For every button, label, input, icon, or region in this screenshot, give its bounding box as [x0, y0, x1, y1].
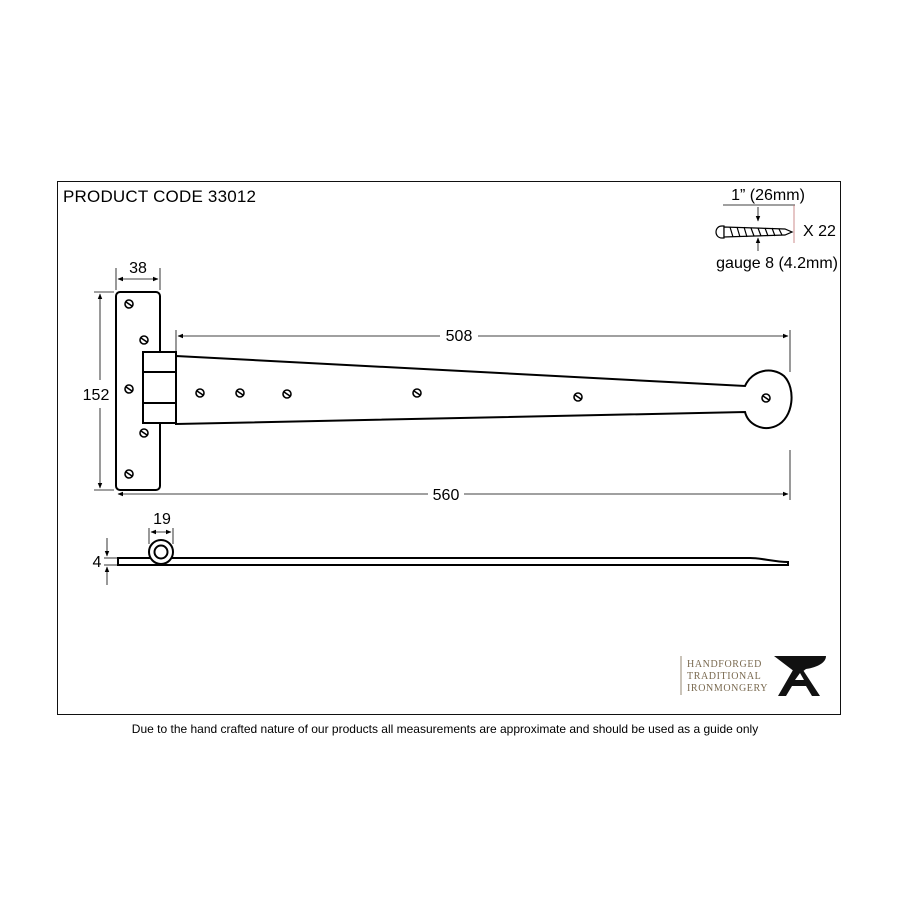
brand-line-1: HANDFORGED [687, 659, 762, 670]
screw-quantity-label: X 22 [803, 223, 836, 240]
plate-screw-holes [124, 299, 149, 479]
brand-line-2: TRADITIONAL [687, 671, 761, 682]
brand-logo: HANDFORGED TRADITIONAL IRONMONGERY [680, 656, 826, 696]
dimension-strap-length [175, 330, 791, 372]
strap-screw-holes [195, 388, 771, 403]
dimension-thickness [104, 538, 118, 585]
label-overall-length: 560 [433, 487, 460, 504]
dimension-overall-length [117, 450, 791, 500]
product-code: PRODUCT CODE 33012 [63, 187, 257, 206]
tapered-strap [175, 354, 793, 430]
label-thickness: 4 [93, 554, 102, 571]
screw-dimension [723, 204, 795, 251]
anvil-icon [774, 656, 826, 696]
label-knuckle: 19 [153, 511, 171, 528]
screw-length-label: 1” (26mm) [731, 187, 805, 204]
label-plate-width: 38 [129, 260, 147, 277]
disclaimer-text: Due to the hand crafted nature of our pr… [131, 722, 759, 736]
drawing-frame [57, 181, 841, 715]
dimension-plate-height [94, 291, 114, 491]
screw-icon [715, 225, 794, 239]
screw-gauge-label: gauge 8 (4.2mm) [716, 255, 838, 272]
label-strap-length: 508 [446, 328, 473, 345]
dimension-knuckle [148, 528, 174, 544]
brand-line-3: IRONMONGERY [687, 683, 768, 694]
label-plate-height: 152 [83, 387, 110, 404]
side-view [117, 539, 789, 566]
dimension-plate-width [115, 268, 161, 290]
